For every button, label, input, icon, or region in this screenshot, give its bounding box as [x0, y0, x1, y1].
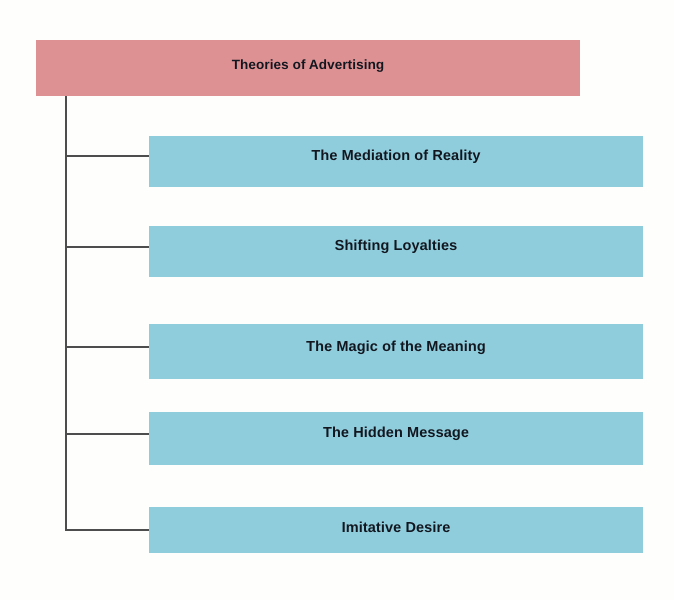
child-node-label-2: Shifting Loyalties	[334, 238, 458, 254]
root-node-label: Theories of Advertising	[231, 57, 385, 72]
tree-spine-line	[65, 95, 67, 530]
child-node-label-4: The Hidden Message	[322, 425, 470, 441]
branch-line-2	[65, 246, 150, 248]
child-node-the-magic-of-the-meaning: The Magic of the Meaning	[149, 324, 643, 379]
branch-line-4	[65, 433, 150, 435]
child-node-label-1: The Mediation of Reality	[311, 148, 481, 164]
branch-line-3	[65, 346, 150, 348]
branch-line-1	[65, 155, 150, 157]
child-node-label-5: Imitative Desire	[341, 520, 451, 536]
child-node-the-mediation-of-reality: The Mediation of Reality	[149, 136, 643, 187]
child-node-the-hidden-message: The Hidden Message	[149, 412, 643, 465]
child-node-imitative-desire: Imitative Desire	[149, 507, 643, 553]
root-node-theories-of-advertising: Theories of Advertising	[36, 40, 580, 96]
branch-line-5	[65, 529, 150, 531]
child-node-label-3: The Magic of the Meaning	[306, 339, 486, 355]
child-node-shifting-loyalties: Shifting Loyalties	[149, 226, 643, 277]
